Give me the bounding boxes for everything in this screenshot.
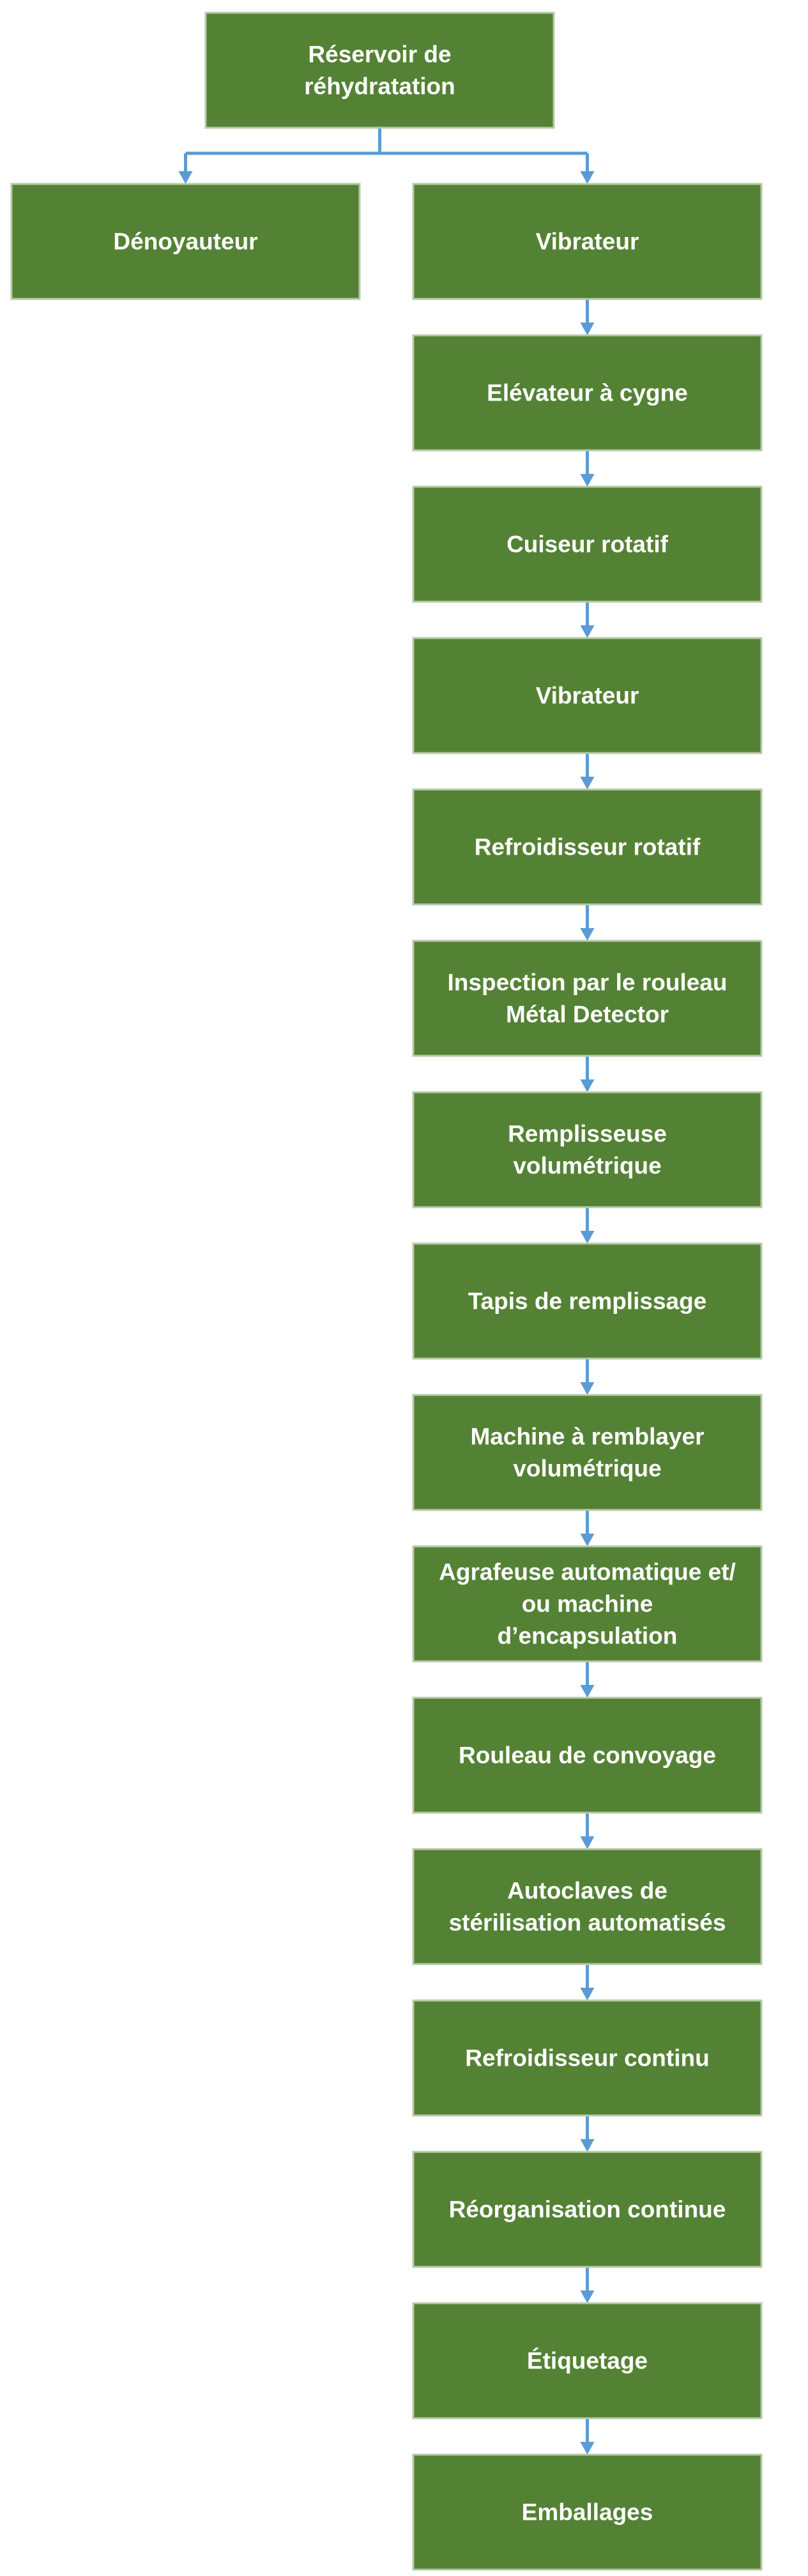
box-step-6-shape — [412, 940, 763, 1057]
box-root-label-line-2: réhydratation — [304, 73, 455, 100]
box-step-11-label-line-1: Rouleau de convoyage — [459, 1742, 716, 1769]
box-step-15-label-line-1: Étiquetage — [527, 2348, 648, 2374]
box-step-8-label-line-1: Tapis de remplissage — [468, 1288, 707, 1315]
box-step-16: Emballages — [412, 2453, 763, 2571]
box-step-9: Machine à remblayer volumétrique — [412, 1394, 763, 1511]
box-step-2-label-line-1: Elévateur à cygne — [487, 380, 688, 406]
box-root: Réservoir de réhydratation — [204, 11, 555, 129]
box-step-13: Refroidisseur continu — [412, 1999, 763, 2117]
box-step-9-shape — [412, 1394, 763, 1511]
box-step-12-label-line-1: Autoclaves de — [507, 1878, 667, 1904]
box-step-2-shape — [412, 334, 763, 452]
box-step-7-label-line-1: Remplisseuse — [508, 1121, 667, 1147]
box-step-15: Étiquetage — [412, 2302, 763, 2420]
box-step-5-shape — [412, 788, 763, 906]
box-step-3-shape — [412, 485, 763, 603]
arrowhead-step-2 — [580, 323, 595, 335]
box-step-13-label-line-1: Refroidisseur continu — [465, 2045, 709, 2071]
box-step-10-shape — [412, 1545, 763, 1663]
box-step-8: Tapis de remplissage — [412, 1242, 763, 1360]
box-step-7-shape — [412, 1091, 763, 1208]
box-root-shape — [204, 11, 555, 129]
box-step-13-shape — [412, 1999, 763, 2117]
arrowhead-step-3 — [580, 474, 595, 487]
box-step-15-shape — [412, 2302, 763, 2420]
box-step-4-label-line-1: Vibrateur — [536, 683, 639, 709]
arrowhead-step-4 — [580, 625, 595, 638]
box-step-10-label-line-1: Agrafeuse automatique et/ — [439, 1559, 736, 1585]
connectors — [178, 128, 595, 2455]
box-step-3-label-line-1: Cuiseur rotatif — [507, 531, 669, 558]
box-step-7-label-line-2: volumétrique — [513, 1153, 661, 1179]
box-step-5: Refroidisseur rotatif — [412, 788, 763, 906]
box-step-2: Elévateur à cygne — [412, 334, 763, 452]
box-step-12-label-line-2: stérilisation automatisés — [449, 1910, 726, 1936]
box-step-4-shape — [412, 637, 763, 754]
box-step-10-label-line-2: ou machine — [522, 1591, 653, 1617]
arrowhead-step-13 — [580, 1988, 595, 2001]
box-step-4: Vibrateur — [412, 637, 763, 754]
box-step-14: Réorganisation continue — [412, 2151, 763, 2268]
arrowhead-main-chain — [580, 171, 595, 184]
arrowhead-step-10 — [580, 1534, 595, 1546]
box-step-12-shape — [412, 1848, 763, 1965]
box-step-1: Vibrateur — [412, 183, 763, 300]
arrowhead-step-6 — [580, 928, 595, 941]
box-step-14-shape — [412, 2151, 763, 2268]
box-step-9-label-line-1: Machine à remblayer — [470, 1424, 704, 1450]
arrowhead-step-12 — [580, 1836, 595, 1849]
box-root-label-line-1: Réservoir de — [308, 42, 451, 68]
box-step-6-label-line-1: Inspection par le rouleau — [448, 970, 728, 996]
box-step-10-label-line-3: d’encapsulation — [498, 1623, 678, 1649]
arrowhead-step-5 — [580, 777, 595, 789]
box-step-6-label-line-2: Métal Detector — [506, 1002, 669, 1028]
arrowhead-step-11 — [580, 1685, 595, 1698]
box-step-12: Autoclaves de stérilisation automatisés — [412, 1848, 763, 1965]
arrowhead-step-7 — [580, 1079, 595, 1092]
box-left-branch-label-line-1: Dénoyauteur — [113, 229, 257, 255]
arrowhead-step-9 — [580, 1382, 595, 1395]
box-step-16-label-line-1: Emballages — [522, 2499, 653, 2526]
box-step-11-shape — [412, 1696, 763, 1814]
arrowhead-step-16 — [580, 2442, 595, 2455]
arrowhead-left-branch — [178, 171, 193, 184]
box-step-7: Remplisseuse volumétrique — [412, 1091, 763, 1208]
box-step-1-label-line-1: Vibrateur — [536, 229, 639, 255]
box-step-16-shape — [412, 2453, 763, 2571]
box-step-10: Agrafeuse automatique et/ou machine d’enc… — [412, 1545, 763, 1663]
arrowhead-step-15 — [580, 2290, 595, 2303]
arrowhead-step-8 — [580, 1231, 595, 1244]
box-step-1-shape — [412, 183, 763, 300]
box-step-11: Rouleau de convoyage — [412, 1696, 763, 1814]
box-step-8-shape — [412, 1242, 763, 1360]
arrowhead-step-14 — [580, 2139, 595, 2152]
box-step-14-label-line-1: Réorganisation continue — [449, 2197, 726, 2223]
box-step-5-label-line-1: Refroidisseur rotatif — [475, 834, 701, 860]
box-step-3: Cuiseur rotatif — [412, 485, 763, 603]
box-left-branch: Dénoyauteur — [10, 183, 361, 300]
box-left-branch-shape — [10, 183, 361, 300]
box-step-9-label-line-2: volumétrique — [513, 1456, 661, 1482]
